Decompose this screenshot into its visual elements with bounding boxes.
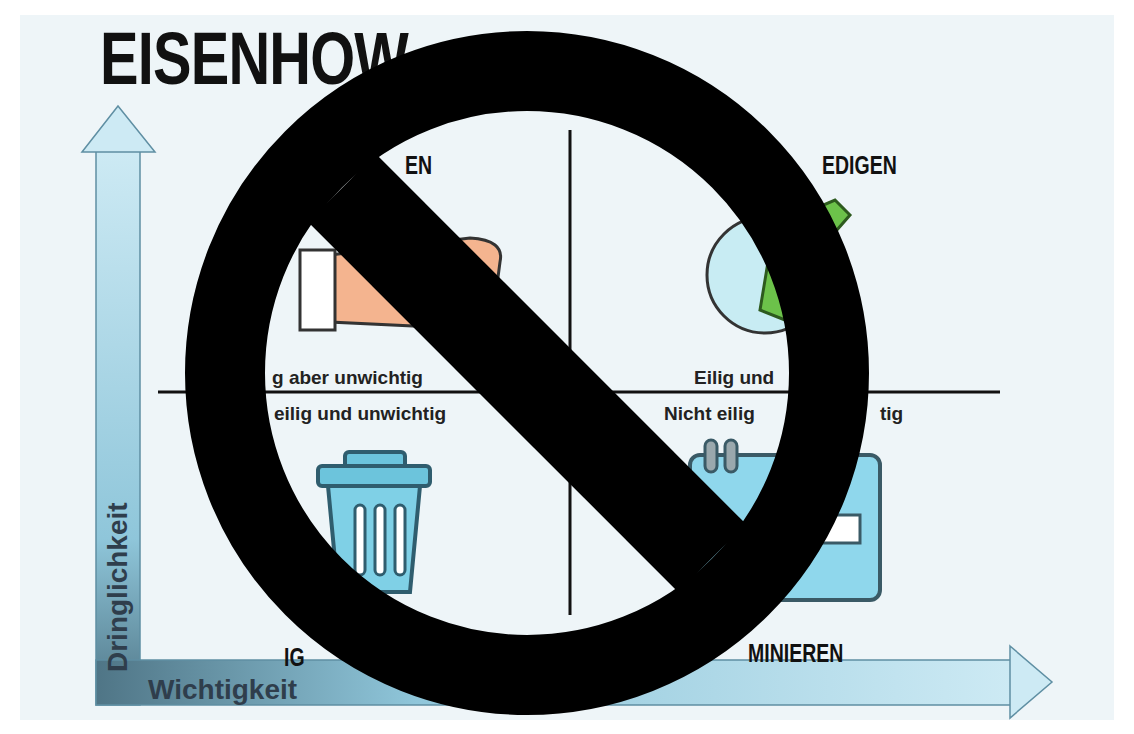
quadrant-heading: EN xyxy=(405,152,432,178)
trash-slot xyxy=(355,505,365,575)
check-illustration xyxy=(760,200,850,320)
cuff-illustration xyxy=(300,250,335,330)
prohibition-ring xyxy=(225,71,829,675)
quadrant-caption: eilig und unwichtig xyxy=(274,404,446,423)
quadrant-caption: Nicht eilig xyxy=(664,404,755,423)
hand-illustration xyxy=(330,238,501,328)
trash-slot xyxy=(395,505,405,575)
calendar-ring xyxy=(725,440,737,472)
quadrant-caption: g aber unwichtig xyxy=(272,368,423,387)
calendar-illustration xyxy=(690,455,880,600)
trash-body xyxy=(328,486,420,592)
trash-slot xyxy=(375,505,385,575)
axis-label: Dringlichkeit xyxy=(104,502,132,672)
axis-label: Wichtigkeit xyxy=(148,676,297,704)
divider-line xyxy=(569,130,572,615)
prohibition-bar xyxy=(342,188,712,558)
vertical-axis-head xyxy=(82,106,155,152)
calendar-ring xyxy=(705,440,717,472)
horizontal-axis-arrow xyxy=(96,660,1012,705)
horizontal-axis-head xyxy=(1010,646,1052,718)
quadrant-caption: tig xyxy=(880,404,903,423)
quadrant-heading: MINIEREN xyxy=(748,640,843,666)
trash-lid xyxy=(318,466,430,486)
calendar-cell xyxy=(810,515,860,543)
diagram-title: EISENHOW xyxy=(100,22,408,96)
vertical-axis-arrow xyxy=(96,150,140,705)
panel-background xyxy=(20,15,1114,720)
quadrant-caption: Eilig und xyxy=(694,368,774,387)
divider-line xyxy=(158,391,1000,394)
quadrant-heading: IG xyxy=(284,644,305,670)
quadrant-heading: EDIGEN xyxy=(822,152,897,178)
